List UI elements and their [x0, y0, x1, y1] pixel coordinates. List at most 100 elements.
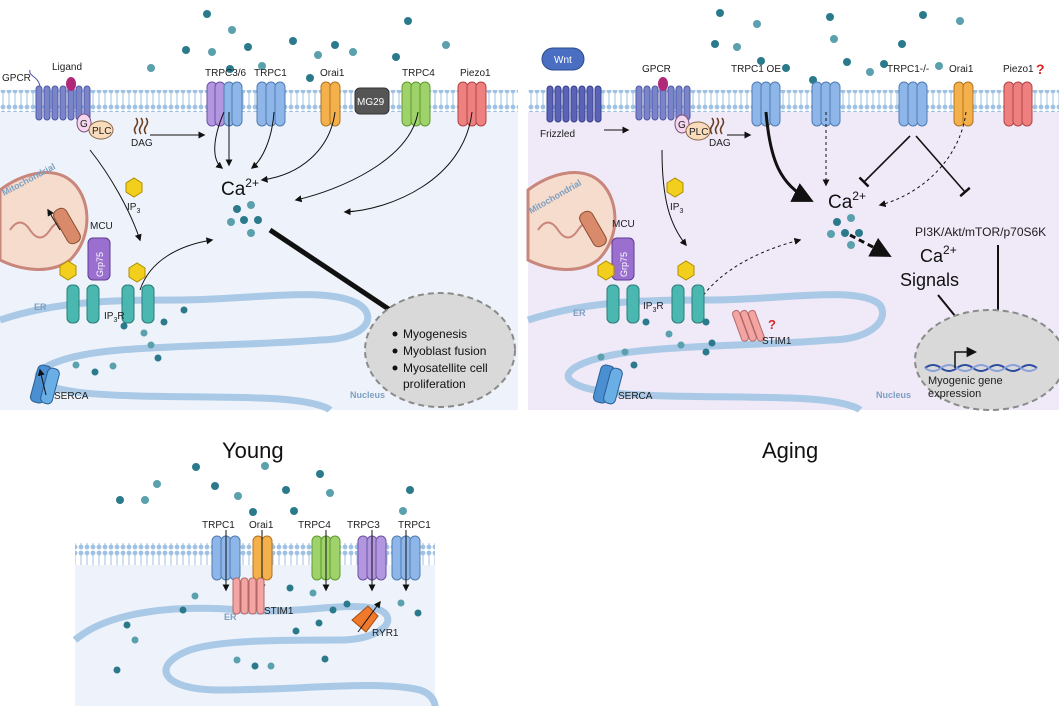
young-panel: GPCR Ligand G PLC DAG TRPC3/6 TRPC1 — [0, 0, 528, 463]
young-er-label: ER — [34, 302, 47, 312]
young-grp75-label: Grp75 — [95, 252, 105, 277]
aging-dag-label: DAG — [709, 138, 731, 149]
piezo1-question-mark: ? — [1036, 61, 1045, 77]
aging-g-protein — [674, 114, 690, 134]
soce-trpc1-a-label: TRPC1 — [202, 520, 235, 531]
dag-label: DAG — [131, 138, 153, 149]
outcome-myosatellite: Myosatellite cell — [403, 361, 488, 375]
wnt-label: Wnt — [554, 55, 572, 66]
signals-label: Signals — [900, 270, 959, 290]
orai1-label: Orai1 — [320, 68, 345, 79]
ip3-label: IP3 — [127, 202, 140, 215]
trpc1-oe-thick-arrow — [764, 111, 814, 202]
wnt-ligand — [541, 47, 585, 71]
pathway-label: PI3K/Akt/mTOR/p70S6K — [915, 225, 1046, 239]
young-cytosolic-calcium — [227, 201, 262, 237]
dna-helix-icon — [924, 346, 1038, 372]
aging-orai1-channel — [953, 81, 974, 127]
trpc4-label: TRPC4 — [402, 68, 435, 79]
aging-piezo1-channel — [1003, 81, 1033, 127]
gene-expression-label-2: expression — [928, 388, 981, 400]
trpc1-label: TRPC1 — [254, 68, 287, 79]
young-er-membrane — [0, 291, 372, 413]
mg29-label: MG29 — [357, 97, 385, 108]
gpcr-receptor — [29, 69, 91, 121]
soce-orai1-label: Orai1 — [249, 520, 274, 531]
aging-ip3r-2 — [671, 260, 705, 324]
young-calcium-label: Ca2+ — [221, 176, 259, 200]
soce-extracellular-calcium — [116, 462, 414, 516]
soce-orai1 — [252, 535, 273, 581]
dag-lipid-icon — [133, 117, 149, 135]
young-grp75 — [87, 237, 111, 281]
aging-er-membrane — [526, 291, 886, 413]
aging-gpcr-label: GPCR — [642, 64, 671, 75]
young-er-calcium — [72, 306, 188, 376]
young-nucleus-label: Nucleus — [350, 390, 385, 400]
aging-mcu — [579, 210, 607, 248]
aging-membrane — [528, 90, 1059, 112]
young-serca-label: SERCA — [54, 391, 89, 402]
aging-second-trpc1 — [811, 81, 841, 127]
young-nucleus — [364, 292, 516, 408]
soce-trpc4-label: TRPC4 — [298, 520, 331, 531]
outcome-myogenesis: Myogenesis — [403, 327, 467, 341]
mg29-protein: MG29 — [354, 87, 390, 115]
g-protein-label: G — [80, 119, 88, 130]
aging-stim1 — [732, 309, 765, 342]
soce-trpc1-b — [391, 535, 421, 581]
aging-nucleus-label: Nucleus — [876, 390, 911, 400]
aging-er-calcium — [597, 318, 716, 369]
plc-label: PLC — [92, 126, 111, 137]
ligand-label: Ligand — [52, 62, 82, 73]
young-ip3r-label: IP3R — [104, 311, 125, 324]
aging-panel: Wnt Frizzled GPCR G PLC DAG — [526, 9, 1059, 463]
young-signal-arrow — [268, 227, 412, 325]
young-mcu-label: MCU — [90, 221, 113, 232]
aging-gpcr-receptor — [635, 77, 691, 121]
orai1-channel — [320, 81, 341, 127]
ligand-molecule — [66, 77, 76, 91]
aging-orai1-label: Orai1 — [949, 64, 974, 75]
young-mcu — [53, 207, 81, 245]
soce-cytosolic-calcium — [113, 584, 422, 674]
soce-ryr1-label: RYR1 — [372, 628, 399, 639]
soce-stim1 — [232, 577, 265, 615]
soce-trpc3-label: TRPC3 — [347, 520, 380, 531]
calcium-to-signals-arrow — [849, 233, 892, 257]
trpc1-oe-label: TRPC1 OE — [731, 64, 781, 75]
aging-calcium-label: Ca2+ — [828, 189, 866, 213]
soce-influx-arrows — [222, 530, 410, 592]
outcome-proliferation: proliferation — [403, 377, 466, 391]
young-serca-pump — [29, 364, 60, 405]
plc-enzyme — [88, 120, 114, 140]
piezo1-channel — [457, 81, 487, 127]
soce-ryr1 — [351, 600, 381, 633]
gene-expression-label-1: Myogenic gene — [928, 375, 1003, 387]
aging-stim1-label: STIM1 — [762, 336, 792, 347]
aging-grp75-label: Grp75 — [619, 252, 629, 277]
aging-plc-label: PLC — [689, 127, 708, 138]
aging-extracellular-calcium — [711, 9, 964, 84]
young-extracellular-calcium — [147, 10, 450, 82]
trpc36-label: TRPC3/6 — [205, 68, 247, 79]
aging-solid-arrows — [661, 149, 687, 247]
aging-piezo1-label: Piezo1 — [1003, 64, 1034, 75]
piezo1-label: Piezo1 — [460, 68, 491, 79]
stim1-question-mark: ? — [768, 317, 776, 332]
aging-ip3r-1 — [597, 260, 640, 324]
aging-grp75 — [611, 237, 635, 281]
trpc1-ko-inhibition — [858, 135, 971, 198]
soce-stim1-label: STIM1 — [264, 606, 294, 617]
young-ip3r-2 — [121, 262, 155, 324]
aging-nucleus — [914, 309, 1059, 411]
frizzled-label: Frizzled — [540, 129, 575, 140]
ca-signals-label: Ca2+ — [920, 243, 957, 266]
trpc4-channel — [401, 81, 431, 127]
young-mitochondrion — [0, 171, 89, 271]
aging-ip3-label: IP3 — [670, 202, 683, 215]
ip3-molecule-icon — [125, 177, 143, 198]
aging-serca-pump — [592, 364, 623, 405]
aging-g-label: G — [678, 120, 686, 131]
